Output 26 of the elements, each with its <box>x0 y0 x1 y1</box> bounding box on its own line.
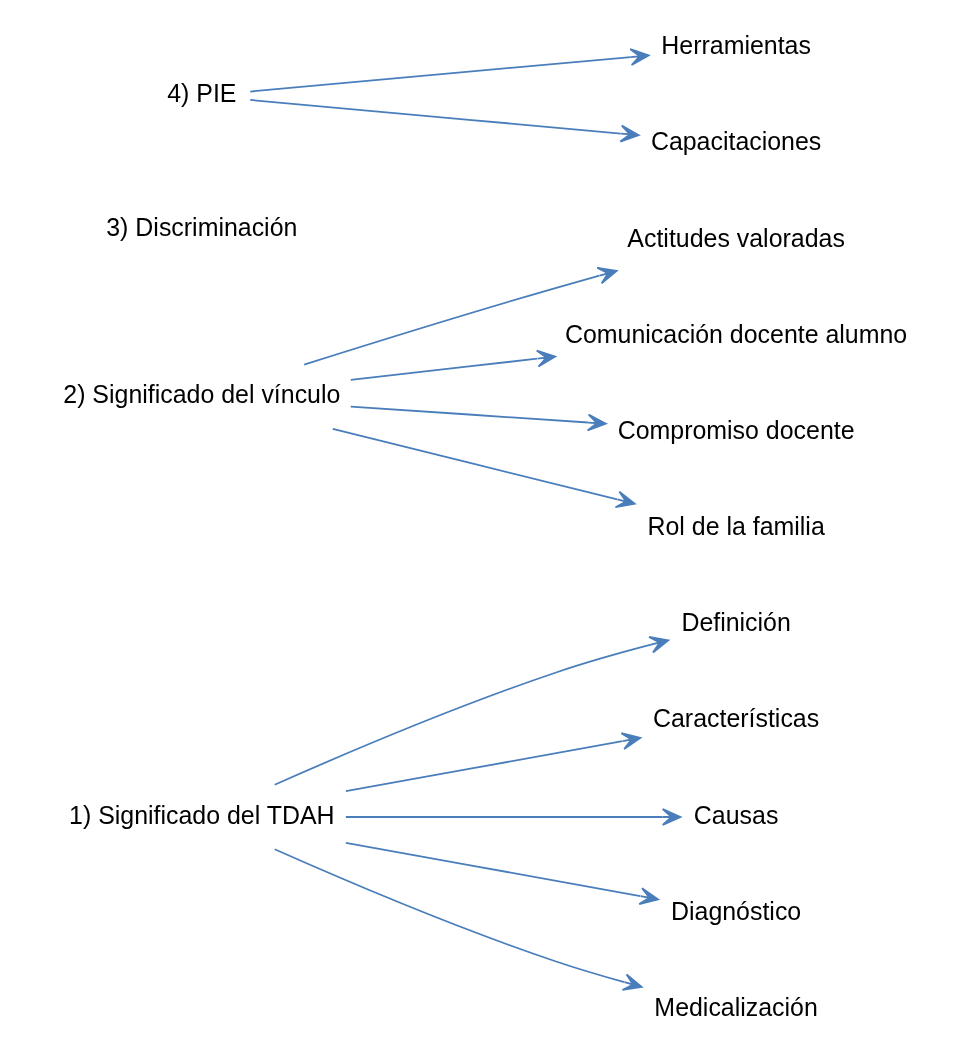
node-text: Actitudes valoradas <box>626 223 845 252</box>
arrow <box>248 99 640 143</box>
arrow <box>248 48 649 93</box>
node-text: Rol de la familia <box>646 512 825 541</box>
arrow <box>344 808 681 826</box>
node-text: Definición <box>680 608 791 637</box>
node-text: Características <box>652 704 819 733</box>
node-text: 1) Significado del TDAH <box>68 800 335 829</box>
node-text: Herramientas <box>660 31 811 60</box>
node-text: 2) Significado del vínculo <box>62 380 340 409</box>
arrow <box>349 349 556 381</box>
node-text: 4) PIE <box>166 79 236 108</box>
arrow <box>331 427 636 509</box>
node-text: Causas <box>693 800 778 829</box>
arrow <box>344 841 659 905</box>
label: 3) Discriminación <box>105 212 297 241</box>
arrow <box>302 267 618 366</box>
arrow <box>349 405 607 432</box>
node-text: Capacitaciones <box>650 127 821 156</box>
arrow <box>273 848 643 991</box>
node-text: Comunicación docente alumno <box>564 319 907 348</box>
node-text: Compromiso docente <box>617 415 855 444</box>
arrow <box>273 636 669 786</box>
arrow <box>344 732 641 793</box>
node-text: Medicalización <box>653 992 818 1021</box>
node-text: Diagnóstico <box>670 896 801 925</box>
